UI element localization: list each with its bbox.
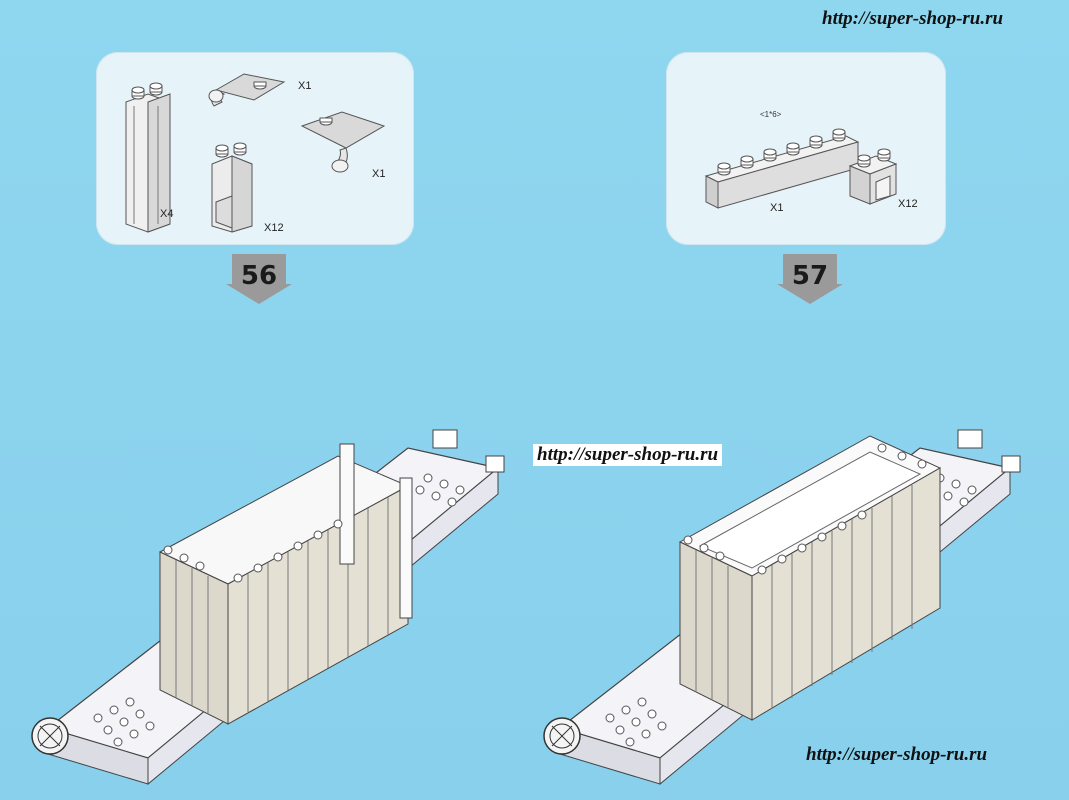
model-assembly-step-57 bbox=[543, 429, 1021, 786]
watermark-url-middle[interactable]: http://super-shop-ru.ru bbox=[533, 444, 723, 466]
step-number: 57 bbox=[791, 261, 829, 291]
brick-corner-icon bbox=[848, 148, 898, 205]
parts-panel-step-56: X4 X1 X1 X12 bbox=[96, 52, 414, 245]
curved-slope-with-clip-icon bbox=[208, 73, 286, 107]
brick-1x6-icon bbox=[704, 128, 860, 209]
qty-curved-slope-mirrored: X1 bbox=[372, 168, 386, 180]
watermark-url-bottom[interactable]: http://super-shop-ru.ru bbox=[806, 744, 988, 765]
curved-slope-with-clip-mirrored-icon bbox=[300, 111, 386, 173]
watermark-url-top[interactable]: http://super-shop-ru.ru bbox=[822, 8, 1004, 29]
panel-1x2x3-icon bbox=[211, 142, 253, 233]
tall-column-brick-icon bbox=[125, 82, 171, 233]
qty-tall-column: X4 bbox=[160, 208, 174, 220]
step-56-arrow: 56 bbox=[226, 254, 292, 304]
qty-panel: X12 bbox=[264, 222, 284, 234]
qty-brick-corner: X12 bbox=[898, 198, 918, 210]
step-number: 56 bbox=[240, 261, 278, 291]
down-arrow-icon bbox=[777, 254, 843, 304]
down-arrow-icon bbox=[226, 254, 292, 304]
qty-brick-1x6: X1 bbox=[770, 202, 784, 214]
qty-curved-slope: X1 bbox=[298, 80, 312, 92]
parts-panel-step-57: <1*6> X1 X12 bbox=[666, 52, 946, 245]
step-57-arrow: 57 bbox=[777, 254, 843, 304]
brick-size-label: <1*6> bbox=[760, 110, 782, 119]
model-assembly-step-56 bbox=[31, 429, 505, 786]
